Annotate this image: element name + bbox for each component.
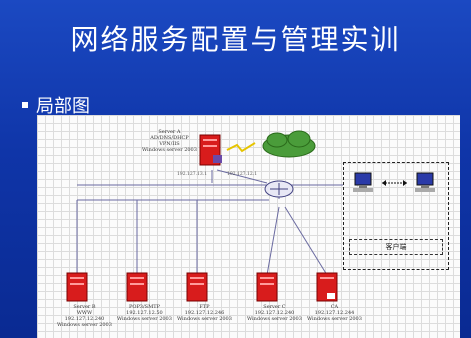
client-pc-icon [353, 172, 373, 192]
bullet-square-icon [22, 102, 28, 108]
router-icon [264, 180, 294, 198]
server-a-icon [199, 134, 222, 166]
server-c-icon [256, 272, 278, 302]
server-c-label: Server C 192.127.12.240 Windows server 2… [247, 304, 302, 322]
server-a-ip2: 192.127.12.1 [227, 172, 258, 177]
internet-cloud-icon [262, 130, 316, 158]
client-area [343, 162, 449, 270]
server-b-icon [66, 272, 88, 302]
server-b-label: Server B WWW 192.127.12.240 Windows serv… [57, 304, 112, 328]
network-lines [66, 130, 435, 302]
ca-server-icon [316, 272, 338, 302]
ftp-server-icon [186, 272, 208, 302]
mail-server-label: POP3/SMTP 192.127.12.50 Windows server 2… [117, 304, 172, 322]
slide-title: 网络服务配置与管理实训 [70, 23, 401, 56]
ca-server-label: CA 192.127.12.244 Windows server 2003 [307, 304, 362, 322]
ftp-server-label: FTP 192.127.12.246 Windows server 2003 [177, 304, 232, 322]
client-label: 客户端 [349, 239, 443, 255]
bullet-item: 局部图 [22, 92, 90, 118]
bullet-text: 局部图 [36, 96, 90, 117]
double-arrow-icon [382, 180, 407, 186]
network-diagram: 客户端 Server A AD/DNS/DHCP VPN/IIS Windows… [37, 115, 460, 338]
lightning-icon [226, 142, 256, 153]
server-a-ip1: 192.127.13.1 [177, 172, 208, 177]
client-pc-icon [415, 172, 435, 192]
server-a-label: Server A AD/DNS/DHCP VPN/IIS Windows ser… [142, 129, 197, 153]
mail-server-icon [126, 272, 148, 302]
